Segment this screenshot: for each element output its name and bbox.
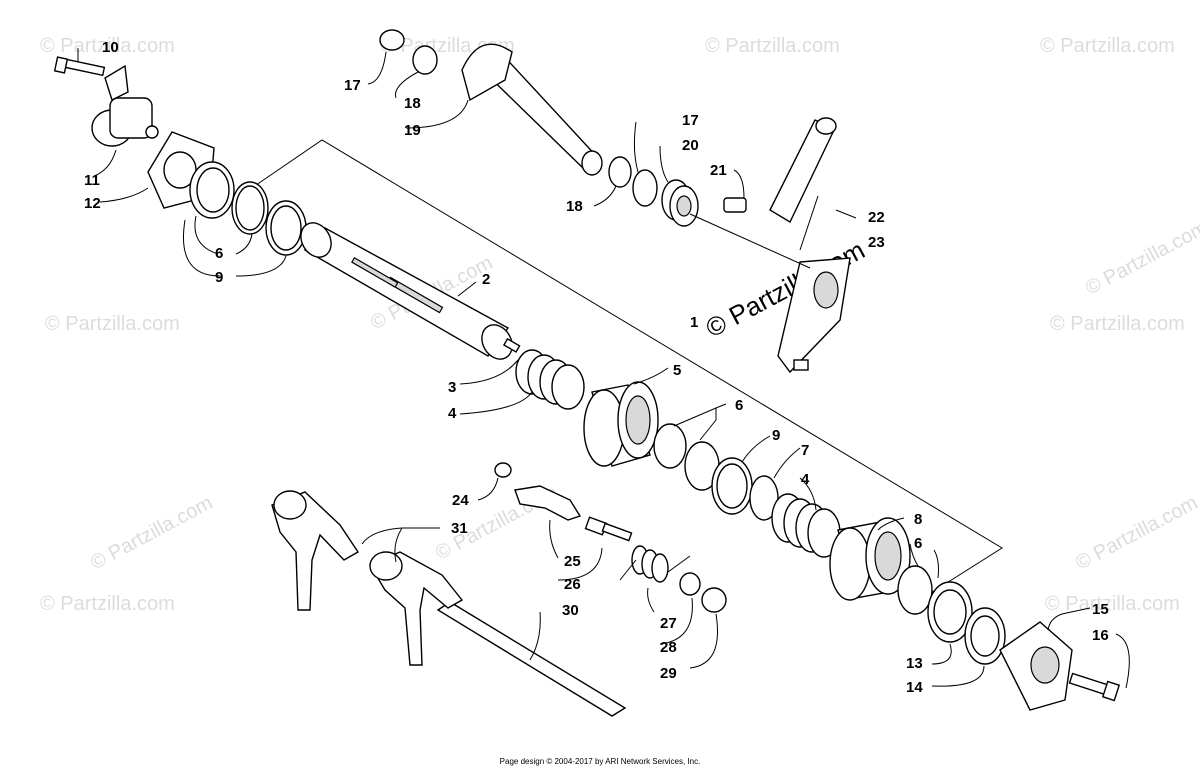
part-shift-fork-31 xyxy=(368,551,464,666)
part-washer-14-inner xyxy=(970,615,1000,657)
callout-7: 7 xyxy=(801,442,809,459)
part-circlip-18 xyxy=(412,45,438,75)
part-washer-9-inner xyxy=(716,463,748,509)
callout-31: 31 xyxy=(451,520,468,537)
part-spring-4 xyxy=(515,349,585,410)
part-washer-17 xyxy=(632,169,658,207)
callout-29: 29 xyxy=(660,665,677,682)
part-bolt-26 xyxy=(584,516,633,542)
callout-17: 17 xyxy=(344,77,361,94)
part-spring-4 xyxy=(771,493,841,558)
part-washer-inner xyxy=(196,167,230,213)
callout-1: 1 xyxy=(690,314,698,331)
callout-10: 10 xyxy=(102,39,119,56)
shaft-line xyxy=(689,213,811,269)
callout-9: 9 xyxy=(215,269,223,286)
watermark: © Partzilla.com xyxy=(1050,313,1185,335)
callout-19: 19 xyxy=(404,122,421,139)
watermark: © Partzilla.com xyxy=(40,593,175,615)
watermarks: © Partzilla.com © Partzilla.com © Partzi… xyxy=(40,35,1200,615)
callout-5: 5 xyxy=(673,362,681,379)
assembly-bracket xyxy=(239,139,1003,604)
callout-18: 18 xyxy=(404,95,421,112)
part-washer-13-inner xyxy=(933,589,967,635)
watermark: © Partzilla.com xyxy=(45,313,180,335)
callout-26: 26 xyxy=(564,576,581,593)
callout-4: 4 xyxy=(448,405,457,422)
part-shift-lever-23 xyxy=(777,257,851,374)
part-collar-8 xyxy=(829,517,911,601)
callout-22: 22 xyxy=(868,209,885,226)
callout-14: 14 xyxy=(906,679,923,696)
part-washer-28 xyxy=(679,572,701,596)
part-bolt-10 xyxy=(53,56,106,77)
callout-3: 3 xyxy=(448,379,456,396)
part-stopper-arm-25 xyxy=(514,485,582,521)
callout-11: 11 xyxy=(84,172,100,189)
callout-4: 4 xyxy=(801,471,810,488)
part-circlip-6 xyxy=(653,423,687,469)
callout-labels: 10 11 12 6 9 17 18 19 18 17 20 21 22 23 … xyxy=(84,39,1109,696)
part-spring-27 xyxy=(619,545,691,583)
callout-15: 15 xyxy=(1092,601,1109,618)
callout-6: 6 xyxy=(735,397,743,414)
part-bolt-21 xyxy=(723,197,747,213)
part-washer-9-inner xyxy=(270,205,302,251)
part-washer-17 xyxy=(379,29,405,51)
callout-6: 6 xyxy=(914,535,922,552)
callout-23: 23 xyxy=(868,234,885,251)
callout-16: 16 xyxy=(1092,627,1109,644)
callout-30: 30 xyxy=(562,602,579,619)
part-shift-arm-22 xyxy=(769,117,837,223)
part-shift-drum-2 xyxy=(300,222,521,360)
part-ring-7 xyxy=(749,475,779,521)
callout-21: 21 xyxy=(710,162,727,179)
callout-17: 17 xyxy=(682,112,699,129)
part-circlip-6-inner xyxy=(235,185,265,231)
watermark: © Partzilla.com xyxy=(40,35,175,57)
callout-8: 8 xyxy=(914,511,922,528)
watermark: © Partzilla.com xyxy=(1082,217,1200,300)
part-nut-29 xyxy=(701,587,727,613)
part-bearing-20 xyxy=(661,179,699,227)
watermark: © Partzilla.com xyxy=(1045,593,1180,615)
copyright-footer: Page design © 2004-2017 by ARI Network S… xyxy=(499,757,701,766)
callout-13: 13 xyxy=(906,655,923,672)
part-circlip-18 xyxy=(608,156,632,188)
leader-lines xyxy=(77,48,1130,689)
part-switch-11 xyxy=(91,64,159,147)
callout-20: 20 xyxy=(682,137,699,154)
watermark: © Partzilla.com xyxy=(1040,35,1175,57)
callout-6: 6 xyxy=(215,245,223,262)
part-bolt-16 xyxy=(1068,672,1121,702)
part-circlip-6 xyxy=(897,565,933,615)
part-collar-5 xyxy=(583,381,659,467)
part-shift-shaft-19 xyxy=(461,43,603,176)
callout-12: 12 xyxy=(84,195,101,212)
part-shift-fork-31 xyxy=(271,490,359,611)
callout-9: 9 xyxy=(772,427,780,444)
callout-2: 2 xyxy=(482,271,490,288)
part-cam-15 xyxy=(999,621,1073,711)
watermark: © Partzilla.com xyxy=(87,492,216,575)
watermark: © Partzilla.com xyxy=(1072,492,1200,575)
part-fork-shaft-30 xyxy=(436,601,627,717)
callout-28: 28 xyxy=(660,639,677,656)
callout-24: 24 xyxy=(452,492,469,509)
callout-18: 18 xyxy=(566,198,583,215)
watermark: © Partzilla.com xyxy=(705,35,840,57)
part-washer-24 xyxy=(494,462,512,478)
callout-25: 25 xyxy=(564,553,581,570)
callout-27: 27 xyxy=(660,615,677,632)
